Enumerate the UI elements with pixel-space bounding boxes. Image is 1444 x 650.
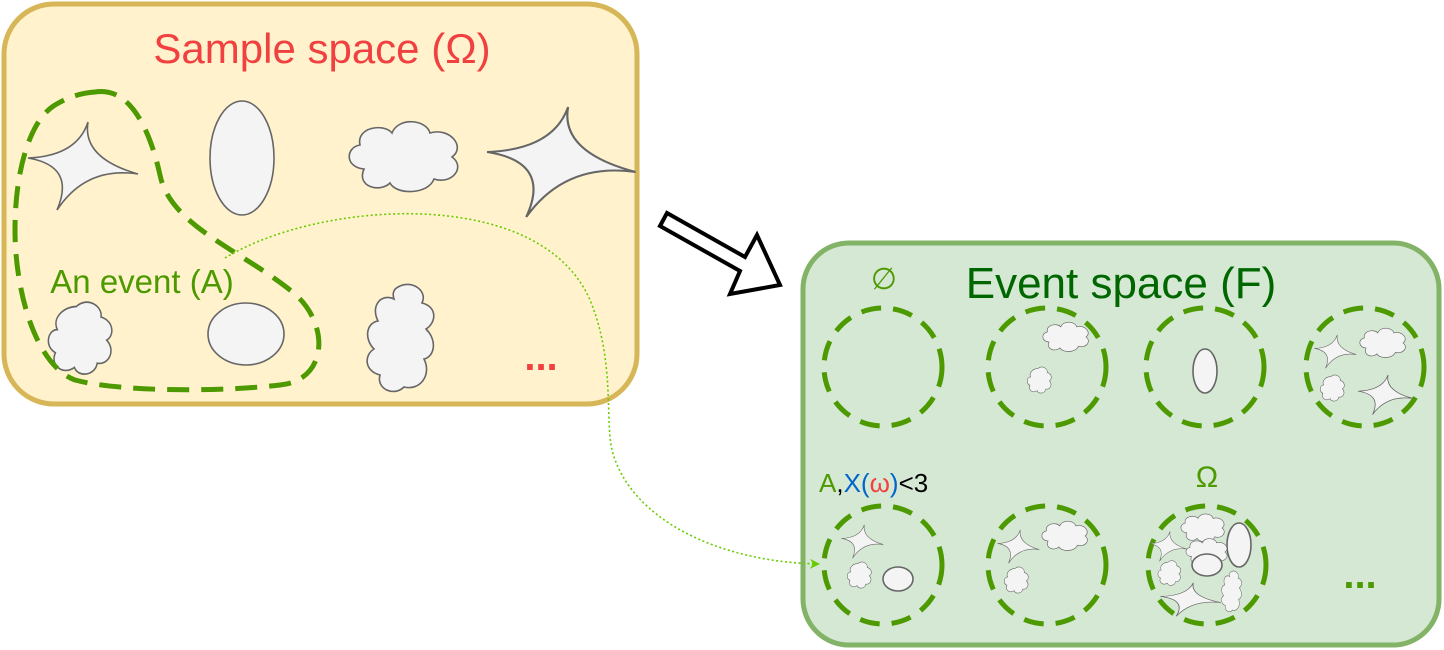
condition-label: A,X(ω)<3 xyxy=(819,468,928,498)
ellipse-shape xyxy=(1191,553,1223,577)
empty-set-circle xyxy=(821,305,945,429)
big-arrow-icon xyxy=(657,210,783,297)
event-space-title: Event space (F) xyxy=(966,259,1277,308)
sample-space-panel: Sample space (Ω) ... An event (A) xyxy=(1,1,640,407)
sample-space-ellipsis: ... xyxy=(524,335,557,379)
event-circle xyxy=(1303,305,1427,429)
event-space-ellipsis: ... xyxy=(1343,553,1376,597)
ellipse-shape xyxy=(1192,348,1218,394)
sample-space-title: Sample space (Ω) xyxy=(153,25,490,72)
ellipse-shape xyxy=(209,100,275,216)
event-a-boundary xyxy=(12,89,322,393)
ellipse-shape xyxy=(882,566,914,592)
event-space-panel: Event space (F) ∅ A,X(ω)<3 Ω xyxy=(800,240,1442,648)
empty-set-label: ∅ xyxy=(871,263,897,296)
event-circle xyxy=(985,503,1109,627)
event-a-label: An event (A) xyxy=(50,263,233,300)
ellipse-shape xyxy=(207,302,285,366)
ellipse-shape xyxy=(1226,522,1252,568)
cloud-shape xyxy=(1180,513,1225,543)
omega-circle xyxy=(1145,503,1269,627)
event-a-circle xyxy=(821,503,945,627)
cloud-shape xyxy=(1041,520,1088,551)
omega-label: Ω xyxy=(1196,461,1218,494)
cloud-shape xyxy=(1359,327,1406,358)
event-circle xyxy=(985,305,1109,429)
event-mapping-connector xyxy=(224,212,820,569)
cloud-shape xyxy=(1042,321,1089,352)
event-circle xyxy=(1143,305,1267,429)
